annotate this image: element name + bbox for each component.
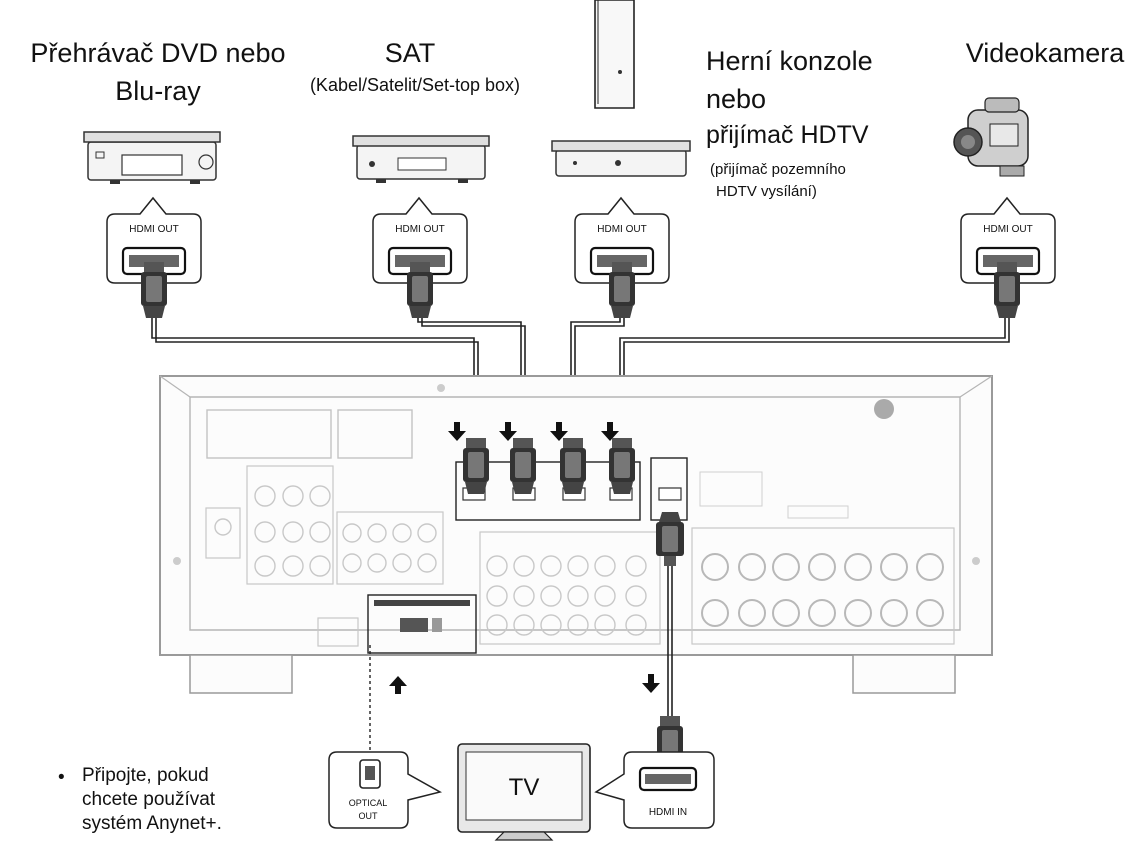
- camera-title: Videokamera: [965, 38, 1125, 68]
- receiver-hdmi-in-plug-2: [510, 438, 536, 494]
- sat-hdmi-plug: [407, 262, 433, 318]
- receiver-hdmi-out-plug: [656, 512, 684, 566]
- console-port-label: HDMI OUT: [597, 224, 646, 235]
- sat-port-label: HDMI OUT: [395, 224, 444, 235]
- sat-subtitle: (Kabel/Satelit/Set-top box): [309, 75, 521, 95]
- arrow-to-receiver: [389, 676, 407, 694]
- receiver-hdmi-in-plug-3: [560, 438, 586, 494]
- anynet-note-line2: chcete používat: [82, 789, 216, 810]
- anynet-note-bullet: •: [58, 767, 65, 788]
- optical-out-callout: OPTICAL OUT: [328, 751, 443, 829]
- dvd-title-line2: Blu-ray: [115, 76, 201, 106]
- dvd-port-label: HDMI OUT: [129, 224, 178, 235]
- optical-out-label-line1: OPTICAL: [349, 798, 388, 808]
- dvd-hdmi-plug: [141, 262, 167, 318]
- receiver-hdmi-in-plug-1: [463, 438, 489, 494]
- camera-hdmi-out-callout: HDMI OUT: [960, 196, 1056, 284]
- receiver-hdmi-in-plug-4: [609, 438, 635, 494]
- anynet-note-line1: Připojte, pokud: [82, 765, 209, 786]
- arrow-to-tv: [642, 674, 660, 693]
- sat-title: SAT: [384, 38, 436, 68]
- console-subtitle-line2: HDTV vysílání): [716, 183, 817, 200]
- sat-receiver-icon: [352, 135, 490, 183]
- dvd-hdmi-out-callout: HDMI OUT: [106, 196, 202, 284]
- dvd-title-line1: Přehrávač DVD nebo: [30, 38, 286, 68]
- console-title-line2: nebo: [706, 84, 767, 114]
- anynet-note-line3: systém Anynet+.: [82, 813, 222, 834]
- console-subtitle-line1: (přijímač pozemního: [710, 161, 846, 178]
- camcorder-icon: [953, 97, 1029, 177]
- av-receiver-rear-panel: [159, 375, 993, 694]
- sat-hdmi-out-callout: HDMI OUT: [372, 196, 468, 284]
- camera-port-label: HDMI OUT: [983, 224, 1032, 235]
- console-hdmi-plug: [609, 262, 635, 318]
- camera-hdmi-plug: [994, 262, 1020, 318]
- cable-tv-hdmi: [667, 566, 673, 722]
- tv-icon: TV: [457, 743, 591, 841]
- optical-out-label-line2: OUT: [359, 811, 379, 821]
- console-title-line3: přijímač HDTV: [706, 121, 869, 149]
- game-console-icon: [551, 0, 691, 177]
- hdmi-in-callout: HDMI IN: [594, 751, 715, 829]
- tv-label: TV: [509, 774, 540, 801]
- console-title-line1: Herní konzole: [706, 46, 873, 76]
- hdmi-in-label: HDMI IN: [649, 807, 687, 818]
- dvd-player-icon: [83, 131, 221, 184]
